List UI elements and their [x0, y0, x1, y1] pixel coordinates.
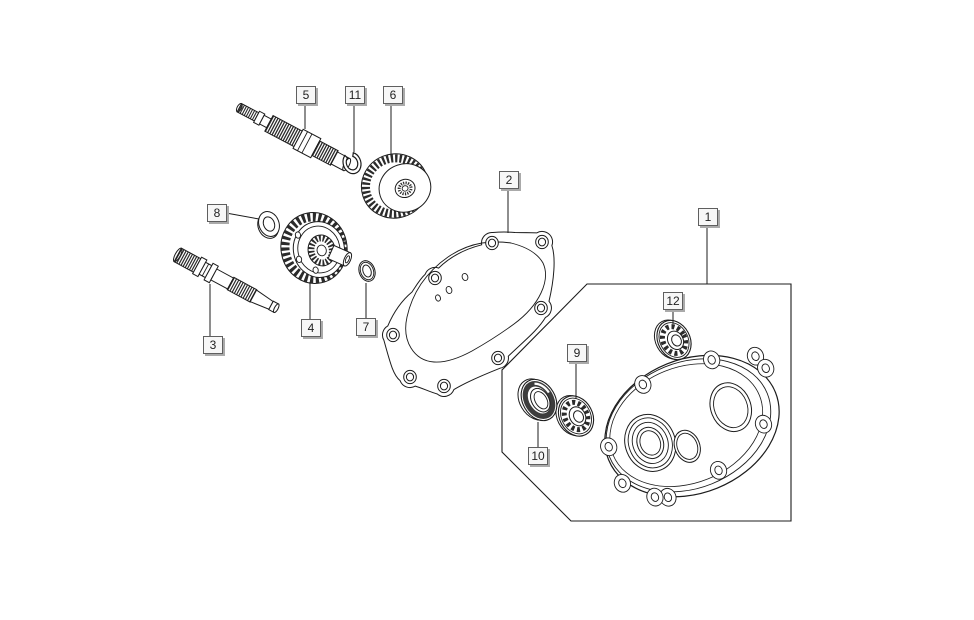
- part-9-bearing: [555, 395, 595, 437]
- callout-5[interactable]: 5: [296, 86, 316, 104]
- gearbox-cover: [600, 346, 780, 507]
- part-5-input-shaft: [235, 102, 352, 172]
- leader-lines: [209, 105, 708, 447]
- part-6-driven-gear: [360, 153, 432, 219]
- part-7-washer: [358, 260, 376, 282]
- callout-6[interactable]: 6: [383, 86, 403, 104]
- part-10-oil-seal: [517, 378, 558, 422]
- callout-9[interactable]: 9: [567, 344, 587, 362]
- callout-2[interactable]: 2: [499, 171, 519, 189]
- callout-3[interactable]: 3: [203, 336, 223, 354]
- part-4-intermediate-gear: [280, 212, 353, 284]
- part-2-gasket: [382, 230, 555, 397]
- part-1-cover-assembly-boundary: [501, 283, 792, 522]
- callout-1[interactable]: 1: [698, 208, 718, 226]
- callout-8[interactable]: 8: [207, 204, 227, 222]
- part-8-washer: [257, 211, 280, 239]
- callout-10[interactable]: 10: [528, 447, 548, 465]
- part-12-bearing: [653, 319, 692, 361]
- part-11-circlip: [342, 151, 362, 175]
- callout-4[interactable]: 4: [301, 319, 321, 337]
- callout-11[interactable]: 11: [345, 86, 365, 104]
- callout-7[interactable]: 7: [356, 318, 376, 336]
- callout-12[interactable]: 12: [663, 292, 683, 310]
- part-3-output-shaft: [172, 247, 280, 314]
